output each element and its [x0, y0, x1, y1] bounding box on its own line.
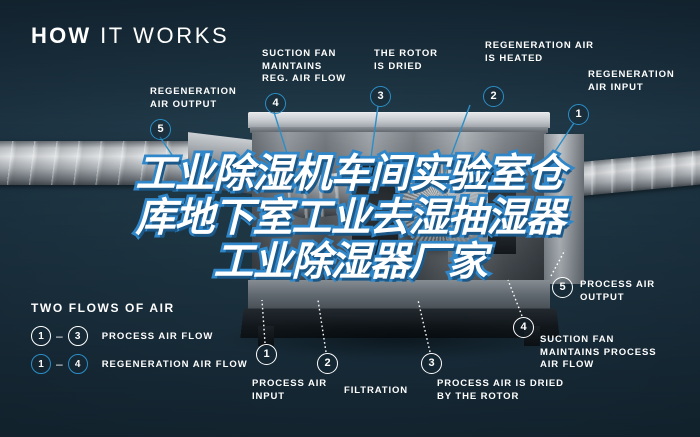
caption-filtration: FILTRATION [344, 385, 409, 396]
caption-rotor-is-dried: THE ROTOR IS DRIED [374, 48, 438, 72]
caption-process-air-dried: PROCESS AIR IS DRIED BY THE ROTOR [437, 378, 564, 402]
legend: TWO FLOWS OF AIR 1 – 3 PROCESS AIR FLOW … [31, 301, 248, 381]
overlay-headline-line-3: 工业除湿器厂家 [211, 237, 491, 287]
overlay-headline: 工业除湿机车间实验室仓 库地下室工业去湿抽湿器 工业除湿器厂家 [0, 149, 700, 287]
caption-regeneration-air-input: REGENERATION AIR INPUT [588, 69, 675, 93]
legend-row-process-air-flow[interactable]: 1 – 3 PROCESS AIR FLOW [31, 325, 248, 347]
marker-4-regeneration[interactable]: 4 [265, 93, 286, 114]
marker-1-process[interactable]: 1 [256, 344, 277, 365]
legend-circle-to-3: 3 [67, 326, 88, 346]
marker-4-process[interactable]: 4 [513, 317, 534, 338]
marker-2-regeneration[interactable]: 2 [483, 86, 504, 107]
overlay-headline-line-1: 工业除湿机车间实验室仓 [133, 149, 569, 199]
marker-3-process[interactable]: 3 [421, 353, 442, 374]
legend-title: TWO FLOWS OF AIR [31, 301, 175, 315]
marker-5-regeneration[interactable]: 5 [150, 119, 171, 140]
legend-circle-from-1-blue: 1 [31, 354, 51, 374]
legend-label-process-air-flow: PROCESS AIR FLOW [101, 330, 214, 342]
page-title-bold: HOW [31, 23, 92, 48]
caption-regeneration-air-output: REGENERATION AIR OUTPUT [150, 86, 237, 110]
legend-dash: – [56, 329, 63, 343]
marker-3-regeneration[interactable]: 3 [370, 86, 391, 107]
overlay-headline-line-2: 库地下室工业去湿抽湿器 [133, 193, 569, 243]
legend-label-regeneration-air-flow: REGENERATION AIR FLOW [101, 358, 248, 370]
caption-suction-fan-reg: SUCTION FAN MAINTAINS REG. AIR FLOW [262, 48, 347, 84]
caption-process-air-output: PROCESS AIR OUTPUT [580, 279, 656, 303]
page-title-rest: IT WORKS [91, 23, 230, 48]
legend-circle-from-1: 1 [31, 326, 51, 346]
legend-circle-to-4-blue: 4 [67, 354, 88, 374]
legend-row-regeneration-air-flow[interactable]: 1 – 4 REGENERATION AIR FLOW [31, 353, 248, 375]
caption-regeneration-air-heated: REGENERATION AIR IS HEATED [485, 40, 594, 64]
legend-dash-blue: – [56, 357, 63, 371]
page-title: HOW IT WORKS [31, 25, 229, 47]
caption-suction-fan-process: SUCTION FAN MAINTAINS PROCESS AIR FLOW [540, 334, 657, 370]
marker-1-regeneration[interactable]: 1 [568, 104, 589, 125]
caption-process-air-input: PROCESS AIR INPUT [252, 378, 328, 402]
marker-5-process[interactable]: 5 [552, 277, 573, 298]
marker-2-process[interactable]: 2 [317, 353, 338, 374]
